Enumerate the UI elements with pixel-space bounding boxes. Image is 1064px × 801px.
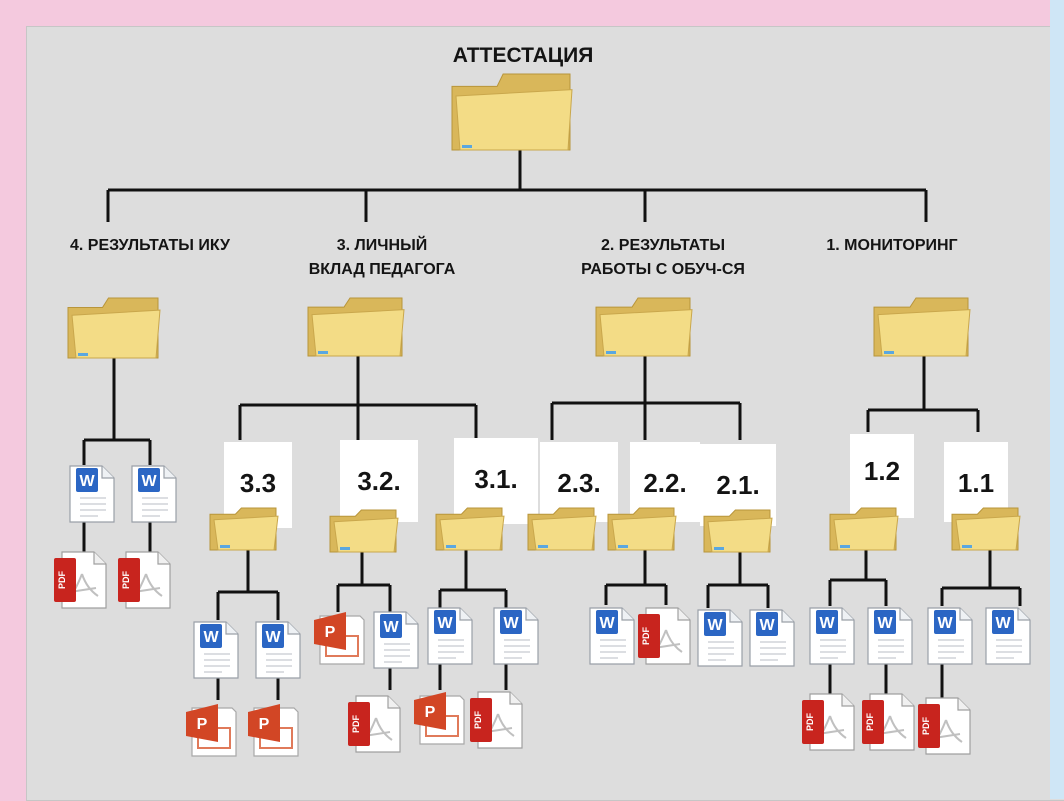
svg-text:PDF: PDF	[865, 712, 875, 731]
powerpoint-document-icon: P	[184, 700, 242, 764]
powerpoint-document-icon: P	[412, 688, 470, 752]
folder-icon	[306, 296, 406, 358]
pdf-document-icon: PDF	[800, 690, 858, 754]
word-document-icon: W	[978, 604, 1036, 668]
svg-text:W: W	[383, 619, 399, 636]
category-label-1: 1. МОНИТОРИНГ	[826, 237, 958, 254]
word-document-icon: W	[802, 604, 860, 668]
word-document-icon: W	[860, 604, 918, 668]
svg-text:W: W	[995, 615, 1011, 632]
folder-icon	[208, 506, 280, 552]
folder-icon	[526, 506, 598, 552]
svg-text:P: P	[197, 716, 208, 733]
svg-text:W: W	[707, 617, 723, 634]
category-label-3: 3. ЛИЧНЫЙ ВКЛАД ПЕДАГОГА	[308, 237, 456, 278]
word-document-icon: W	[690, 606, 748, 670]
pdf-document-icon: PDF	[636, 604, 694, 668]
folder-icon	[872, 296, 972, 358]
svg-text:PDF: PDF	[351, 714, 361, 733]
folder-icon	[450, 72, 574, 152]
svg-text:PDF: PDF	[473, 710, 483, 729]
svg-text:W: W	[203, 629, 219, 646]
pdf-document-icon: PDF	[116, 548, 174, 612]
svg-text:PDF: PDF	[805, 712, 815, 731]
word-document-icon: W	[248, 618, 306, 682]
word-document-icon: W	[920, 604, 978, 668]
word-document-icon: W	[420, 604, 478, 668]
svg-text:W: W	[877, 615, 893, 632]
svg-text:W: W	[503, 615, 519, 632]
word-document-icon: W	[366, 608, 424, 672]
folder-icon	[950, 506, 1022, 552]
svg-text:PDF: PDF	[57, 570, 67, 589]
svg-text:W: W	[79, 473, 95, 490]
folder-icon	[66, 296, 162, 360]
folder-icon	[434, 506, 506, 552]
word-document-icon: W	[62, 462, 120, 526]
category-label-2: 2. РЕЗУЛЬТАТЫ РАБОТЫ С ОБУЧ-СЯ	[581, 237, 745, 278]
svg-text:W: W	[759, 617, 775, 634]
word-document-icon: W	[582, 604, 640, 668]
word-document-icon: W	[186, 618, 244, 682]
word-document-icon: W	[486, 604, 544, 668]
word-document-icon: W	[124, 462, 182, 526]
diagram-title: АТТЕСТАЦИЯ	[452, 44, 594, 67]
word-document-icon: W	[742, 606, 800, 670]
pdf-document-icon: PDF	[346, 692, 404, 756]
category-label-4: 4. РЕЗУЛЬТАТЫ ИКУ	[69, 237, 231, 254]
powerpoint-document-icon: P	[246, 700, 304, 764]
pdf-document-icon: PDF	[52, 548, 110, 612]
pdf-document-icon: PDF	[916, 694, 974, 758]
svg-text:PDF: PDF	[641, 626, 651, 645]
svg-text:W: W	[819, 615, 835, 632]
svg-text:P: P	[425, 704, 436, 721]
svg-text:P: P	[259, 716, 270, 733]
pdf-document-icon: PDF	[468, 688, 526, 752]
svg-text:W: W	[437, 615, 453, 632]
svg-text:P: P	[325, 624, 336, 641]
subfolder-card-1-2: 1.2	[850, 434, 914, 518]
svg-text:PDF: PDF	[121, 570, 131, 589]
folder-icon	[828, 506, 900, 552]
svg-text:PDF: PDF	[921, 716, 931, 735]
subfolder-card-3-2: 3.2.	[340, 440, 418, 522]
powerpoint-document-icon: P	[312, 608, 370, 672]
svg-text:W: W	[937, 615, 953, 632]
window-edge	[1050, 0, 1064, 799]
folder-icon	[594, 296, 694, 358]
folder-icon	[328, 508, 400, 554]
svg-text:W: W	[599, 615, 615, 632]
folder-icon	[702, 508, 774, 554]
pdf-document-icon: PDF	[860, 690, 918, 754]
svg-text:W: W	[141, 473, 157, 490]
folder-icon	[606, 506, 678, 552]
svg-text:W: W	[265, 629, 281, 646]
